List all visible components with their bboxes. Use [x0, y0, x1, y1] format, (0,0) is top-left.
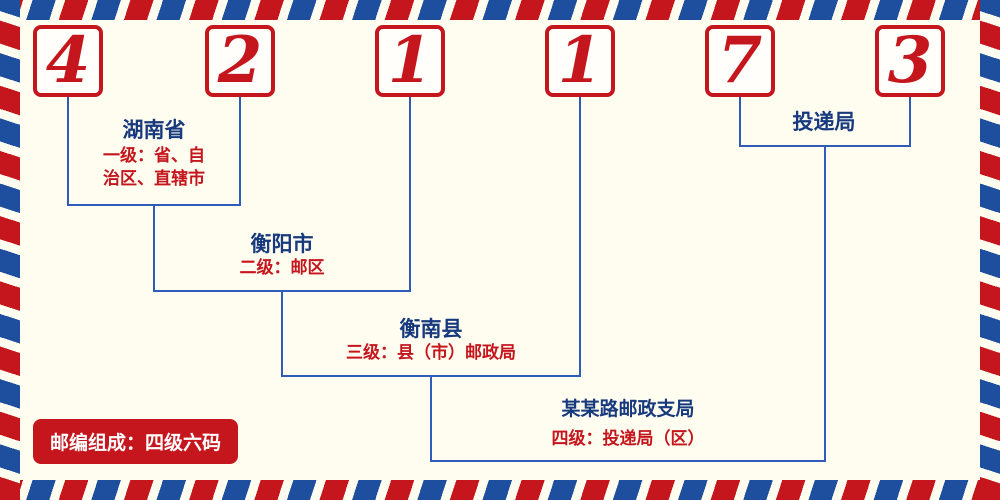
digit-box-5: 7: [705, 25, 775, 97]
level1-desc-line1: 一级：省、自: [103, 146, 205, 166]
connector-line: [430, 375, 432, 462]
digit-box-2: 2: [205, 25, 275, 97]
level2-desc: 二级：邮区: [239, 258, 325, 278]
connector-line: [409, 97, 411, 292]
airmail-border-bottom: [0, 480, 1000, 500]
level3-name: 衡南县: [399, 317, 463, 341]
connector-line: [281, 290, 283, 377]
digit-5: 7: [717, 23, 763, 98]
level1-desc: 一级：省、自 治区、直辖市: [103, 145, 205, 191]
digit-box-1: 4: [33, 25, 103, 97]
level1-desc-line2: 治区、直辖市: [103, 169, 205, 189]
level2-name: 衡阳市: [250, 232, 314, 256]
airmail-border-left: [0, 0, 20, 500]
connector-line: [579, 97, 581, 377]
connector-line: [239, 97, 241, 206]
composition-badge: 邮编组成：四级六码: [33, 419, 239, 464]
digit-2: 2: [217, 23, 263, 98]
level1-name: 湖南省: [122, 118, 186, 142]
digit-box-3: 1: [375, 25, 445, 97]
level3-desc: 三级：县（市）邮政局: [346, 343, 516, 363]
level4-desc: 四级：投递局（区）: [551, 429, 705, 449]
digit-box-4: 1: [545, 25, 615, 97]
connector-line: [909, 97, 911, 147]
digit-6: 3: [887, 23, 933, 98]
digit-1: 4: [45, 23, 91, 98]
delivery-bureau-label: 投递局: [792, 110, 856, 134]
airmail-border-top: [0, 0, 1000, 20]
connector-line: [67, 97, 69, 206]
connector-line: [153, 204, 155, 292]
level4-name: 某某路邮政支局: [561, 398, 695, 420]
digit-box-6: 3: [875, 25, 945, 97]
digit-3: 1: [387, 23, 433, 98]
connector-line: [430, 460, 826, 462]
digit-4: 1: [557, 23, 603, 98]
airmail-border-right: [980, 0, 1000, 500]
connector-line: [739, 145, 911, 147]
connector-line: [824, 145, 826, 462]
connector-line: [739, 97, 741, 147]
